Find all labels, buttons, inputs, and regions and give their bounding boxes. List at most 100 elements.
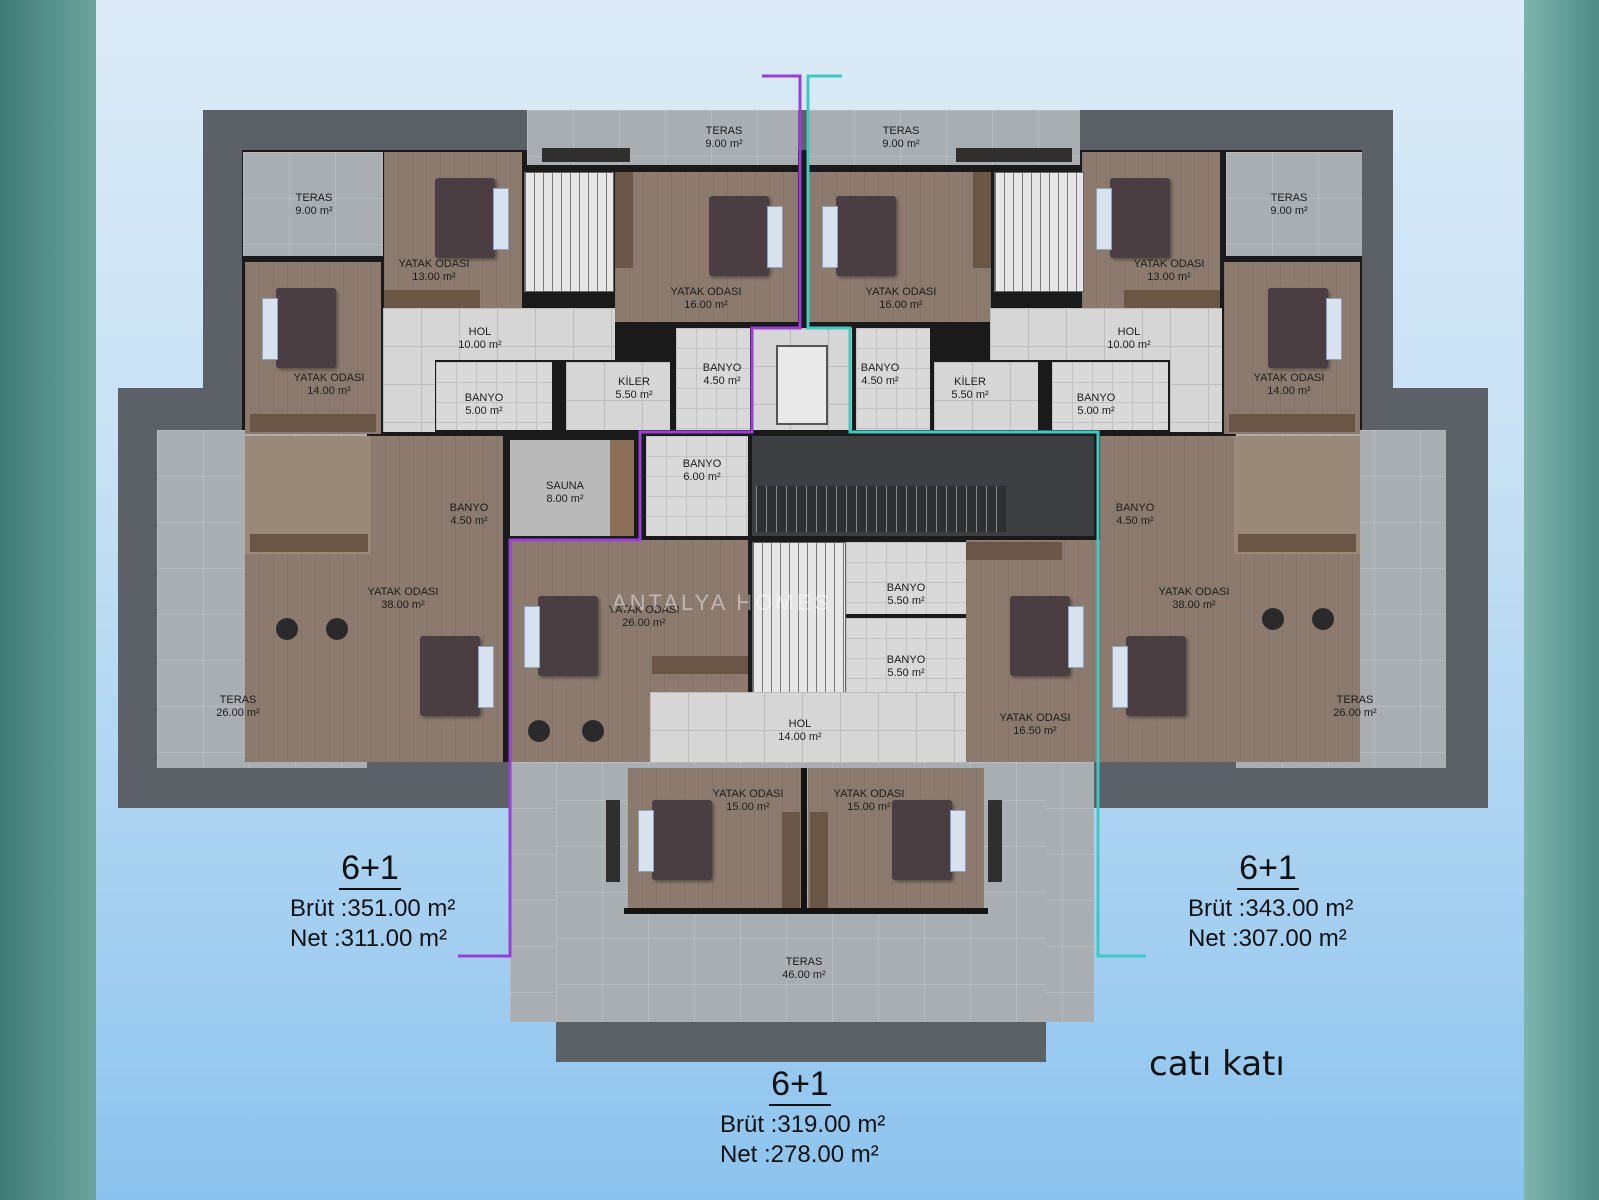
wardrobe [782, 812, 800, 908]
terrace-top-right [1226, 152, 1362, 256]
wardrobe [1124, 290, 1220, 308]
unit-type: 6+1 [769, 1064, 831, 1106]
bath-right-5 [1052, 362, 1168, 430]
wardrobe [966, 542, 1062, 560]
armchair-icon [1262, 608, 1284, 630]
unit-info-left: 6+1 Brüt :351.00 m² Net :311.00 m² [290, 848, 456, 954]
wardrobe [615, 172, 633, 268]
bath-left-5 [436, 362, 552, 430]
railing [956, 148, 1072, 162]
railing [606, 800, 620, 882]
armchair-icon [528, 720, 550, 742]
hall-left-10-b [383, 308, 435, 432]
unit-gross-area: Brüt :319.00 m² [720, 1111, 886, 1138]
unit-net-area: Net :278.00 m² [720, 1141, 879, 1168]
wardrobe [652, 656, 748, 674]
terrace-top-left [243, 152, 383, 256]
bed-icon [1096, 178, 1170, 258]
unit-net-area: Net :307.00 m² [1188, 925, 1347, 952]
bed-icon [262, 288, 336, 368]
bed-icon [420, 636, 494, 716]
hall-right-10-b [1170, 308, 1222, 432]
armchair-icon [276, 618, 298, 640]
stair-top-left [524, 172, 614, 292]
unit-type: 6+1 [1237, 848, 1299, 890]
unit-info-bottom: 6+1 Brüt :319.00 m² Net :278.00 m² [720, 1064, 886, 1170]
railing [542, 148, 630, 162]
wardrobe [973, 172, 991, 268]
unit-right-boundary [806, 74, 1146, 958]
bed-icon [1010, 596, 1084, 676]
left-border [0, 0, 96, 1200]
railing [988, 800, 1002, 882]
wardrobe [1229, 414, 1355, 432]
hall-center-14 [650, 692, 966, 762]
bed-icon [435, 178, 509, 258]
unit-gross-area: Brüt :351.00 m² [290, 895, 456, 922]
bath-6 [646, 436, 748, 536]
main-stair-flight [756, 486, 1006, 532]
unit-left-boundary [458, 74, 802, 958]
bath-right-4-5-top [856, 328, 930, 430]
right-border [1524, 0, 1599, 1200]
bath-left-4-5-top [676, 328, 750, 430]
elevator-cab [776, 345, 828, 425]
wall-bottom-bedrooms [624, 908, 988, 914]
wall-center-vertical [801, 768, 807, 912]
terrace-top-mid-left [527, 110, 798, 165]
armchair-icon [582, 720, 604, 742]
bed-icon [524, 596, 598, 676]
bed-icon [892, 800, 966, 880]
wardrobe [250, 414, 376, 432]
watermark: ANTALYA HOMES [612, 590, 832, 615]
wardrobe [810, 812, 828, 908]
pantry-left [566, 362, 670, 430]
unit-gross-area: Brüt :343.00 m² [1188, 895, 1354, 922]
armchair-icon [1312, 608, 1334, 630]
armchair-icon [326, 618, 348, 640]
unit-type: 6+1 [339, 848, 401, 890]
bed-icon [1268, 288, 1342, 368]
sauna-bench [610, 440, 634, 536]
bed-icon [1112, 636, 1186, 716]
wardrobe [250, 534, 368, 552]
unit-info-right: 6+1 Brüt :343.00 m² Net :307.00 m² [1188, 848, 1354, 954]
bath-center-5-5-b [846, 618, 966, 694]
wardrobe [384, 290, 480, 308]
unit-net-area: Net :311.00 m² [290, 925, 447, 952]
wardrobe [1238, 534, 1356, 552]
stair-top-right [994, 172, 1084, 292]
